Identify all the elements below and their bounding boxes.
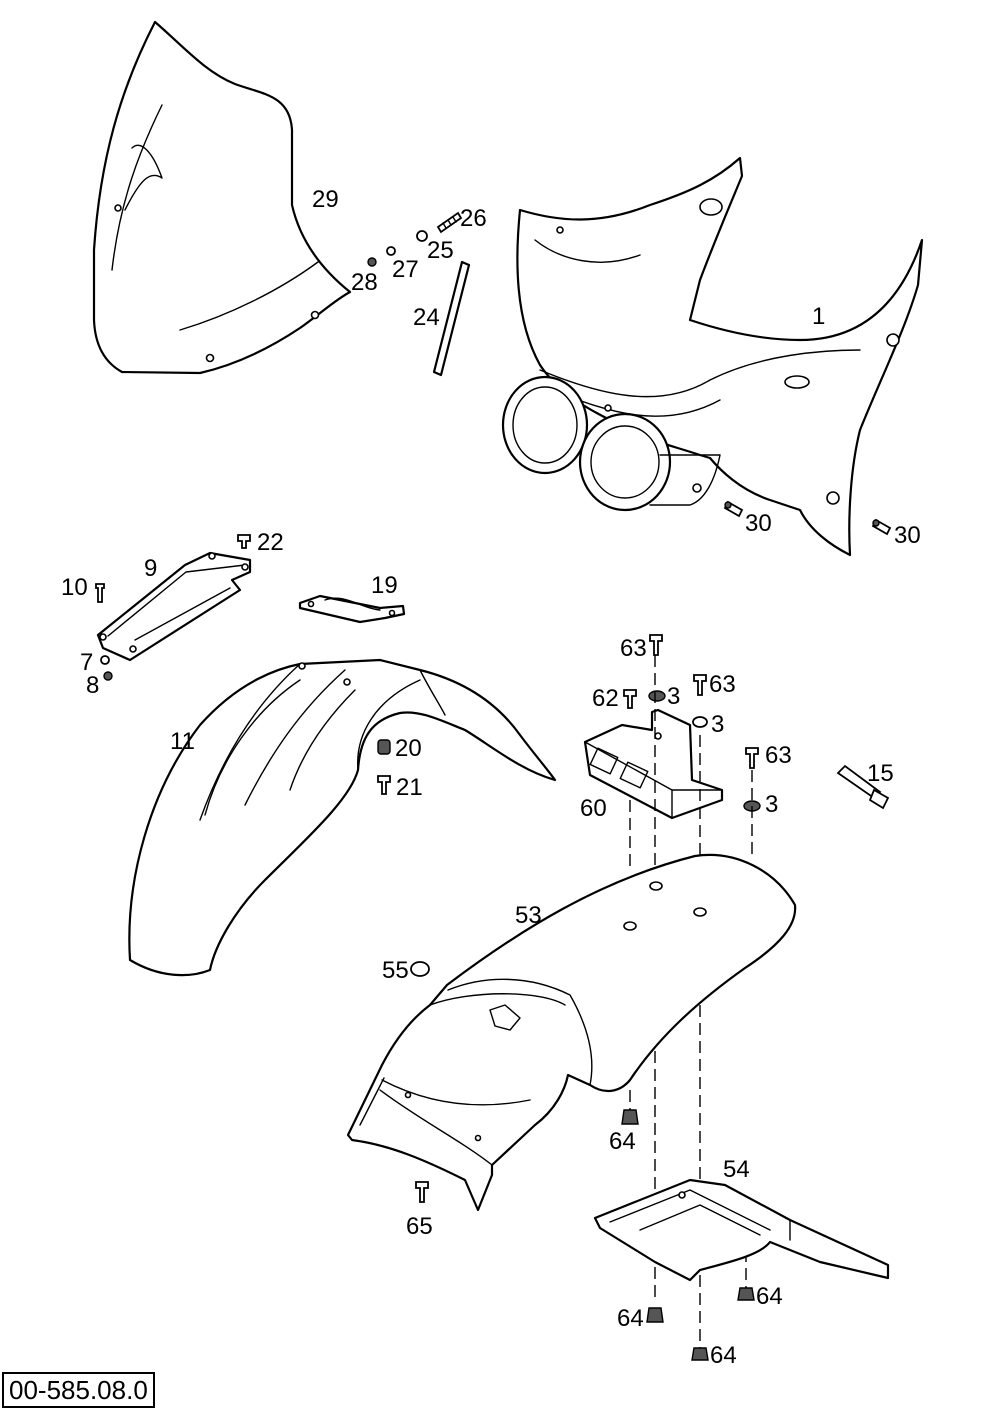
callout-11: 11	[170, 728, 195, 755]
callout-65: 65	[406, 1213, 433, 1240]
callout-3-middle: 3	[711, 711, 724, 738]
callout-8: 8	[86, 672, 99, 699]
headlight-mask-part	[501, 156, 924, 557]
callout-1: 1	[812, 303, 825, 330]
callout-63-top: 63	[620, 635, 647, 662]
callout-19: 19	[371, 572, 398, 599]
callout-3-top: 3	[667, 683, 680, 710]
callout-30-left: 30	[745, 510, 772, 537]
callout-21: 21	[396, 774, 423, 801]
rear-fender-hardware	[410, 961, 639, 1203]
callout-54: 54	[723, 1156, 750, 1183]
bolt-part	[836, 764, 890, 810]
callout-28: 28	[351, 269, 378, 296]
callout-62: 62	[592, 685, 619, 712]
callout-64-left: 64	[617, 1305, 644, 1332]
bracket-part	[96, 551, 252, 662]
callout-60: 60	[580, 795, 607, 822]
callout-10: 10	[61, 574, 88, 601]
plate-part	[298, 594, 406, 624]
callout-20: 20	[395, 735, 422, 762]
diagram-reference-code: 00-585.08.0	[2, 1372, 155, 1408]
callout-15: 15	[867, 760, 894, 787]
callout-25: 25	[427, 237, 454, 264]
fender-hardware	[377, 739, 391, 795]
callout-30-right: 30	[894, 522, 921, 549]
callout-64-upper: 64	[609, 1128, 636, 1155]
rear-bracket-part	[583, 708, 724, 820]
callout-3-lower: 3	[765, 791, 778, 818]
windshield-part	[92, 20, 352, 375]
callout-labels: 29 26 25 27 28 24 1 30 30 22 9 10 19 7 8…	[61, 186, 921, 1369]
callout-63-right: 63	[709, 671, 736, 698]
trim-strip-part	[432, 260, 471, 377]
callout-9: 9	[144, 555, 157, 582]
screw-30-left	[723, 500, 744, 518]
bracket-hardware	[95, 534, 251, 681]
rear-fender-part	[346, 853, 797, 1212]
screw-30-right	[871, 518, 892, 536]
callout-7: 7	[80, 649, 93, 676]
windshield-hardware	[367, 211, 463, 267]
callout-63-lower: 63	[765, 742, 792, 769]
callout-64-bottom: 64	[710, 1342, 737, 1369]
plate-holder-part	[593, 1178, 890, 1282]
callout-29: 29	[312, 186, 339, 213]
callout-55: 55	[382, 957, 409, 984]
front-fender-part	[128, 658, 557, 977]
callout-53: 53	[515, 902, 542, 929]
callout-22: 22	[257, 529, 284, 556]
callout-27: 27	[392, 256, 419, 283]
callout-26: 26	[460, 205, 487, 232]
callout-24: 24	[413, 304, 440, 331]
plate-holder-hardware	[646, 1287, 755, 1361]
callout-64-right: 64	[756, 1283, 783, 1310]
